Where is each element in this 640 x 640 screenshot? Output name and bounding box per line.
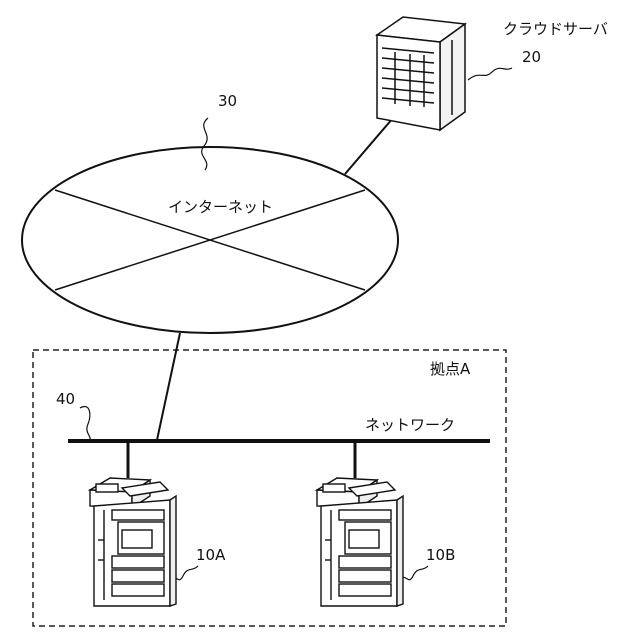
- network-uplink: [157, 333, 180, 440]
- mfp-10a-icon: [90, 478, 176, 606]
- leader-10b: [400, 566, 428, 580]
- network-ref: 40: [56, 392, 75, 407]
- leader-20: [468, 68, 512, 80]
- device-b-ref: 10B: [426, 548, 455, 563]
- site-label: 拠点A: [430, 362, 470, 377]
- device-a-ref: 10A: [196, 548, 225, 563]
- internet-cloud: [22, 147, 398, 333]
- server-link: [345, 118, 393, 174]
- mfp-10b-icon: [317, 478, 403, 606]
- leader-40: [80, 406, 90, 441]
- server-icon: [377, 17, 465, 130]
- network-label: ネットワーク: [365, 418, 455, 433]
- cloud-server-ref: 20: [522, 50, 541, 65]
- internet-ref: 30: [218, 94, 237, 109]
- internet-label: インターネット: [168, 200, 273, 215]
- cloud-server-label: クラウドサーバ: [503, 22, 608, 37]
